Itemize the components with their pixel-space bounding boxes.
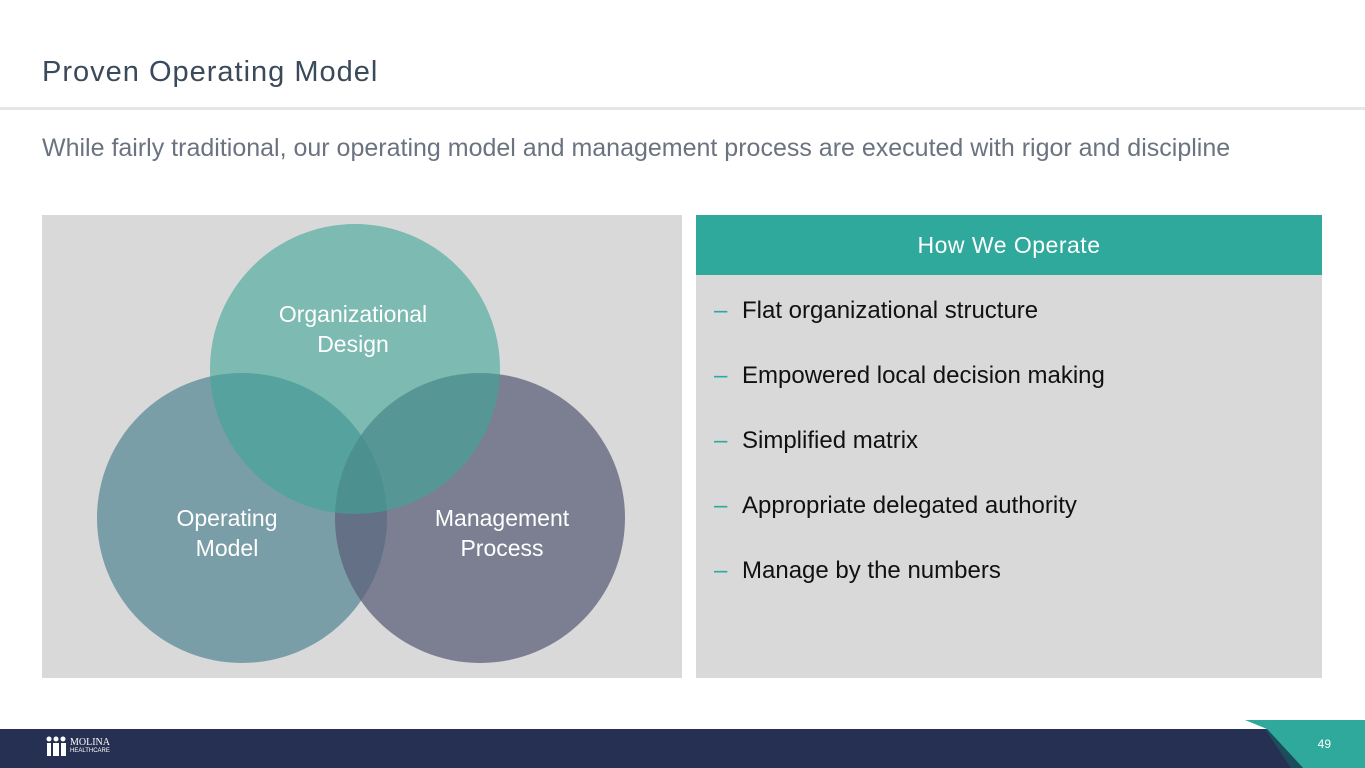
venn-diagram: Organizational Design Operating Model Ma… (97, 224, 625, 663)
title-divider (0, 107, 1365, 110)
list-item: –Flat organizational structure (714, 297, 1322, 362)
dash-bullet: – (714, 557, 728, 584)
dash-bullet: – (714, 362, 728, 389)
logo-subtext: HEALTHCARE (70, 747, 110, 754)
how-we-operate-panel: How We Operate –Flat organizational stru… (696, 215, 1322, 678)
label-operating: Operating (176, 505, 277, 531)
label-process: Process (460, 535, 543, 561)
label-organizational: Organizational (279, 301, 427, 327)
page-title: Proven Operating Model (42, 56, 379, 88)
list-item: –Empowered local decision making (714, 362, 1322, 427)
list-item-text: Flat organizational structure (742, 297, 1039, 324)
list-item-text: Simplified matrix (742, 427, 919, 454)
dash-bullet: – (714, 427, 728, 454)
molina-logo: MOLINA HEALTHCARE (44, 736, 110, 756)
footer-accent-shape (1245, 720, 1365, 768)
page-number: 49 (1317, 737, 1331, 751)
logo-text: MOLINA (70, 736, 110, 748)
dash-bullet: – (714, 297, 728, 324)
list-item: –Appropriate delegated authority (714, 492, 1322, 557)
footer-bar (0, 729, 1365, 768)
list-item-text: Appropriate delegated authority (742, 492, 1077, 519)
panel-title: How We Operate (696, 215, 1322, 275)
label-design: Design (317, 331, 389, 357)
venn-diagram-panel: Organizational Design Operating Model Ma… (42, 215, 682, 678)
logo-people-icon (46, 736, 66, 756)
label-management: Management (435, 505, 570, 531)
list-item: –Simplified matrix (714, 427, 1322, 492)
operate-list: –Flat organizational structure –Empowere… (696, 275, 1322, 622)
label-model: Model (196, 535, 259, 561)
circle-organizational-design (210, 224, 500, 514)
subtitle: While fairly traditional, our operating … (42, 134, 1231, 162)
list-item-text: Empowered local decision making (742, 362, 1105, 389)
list-item-text: Manage by the numbers (742, 557, 1001, 584)
list-item: –Manage by the numbers (714, 557, 1322, 622)
dash-bullet: – (714, 492, 728, 519)
